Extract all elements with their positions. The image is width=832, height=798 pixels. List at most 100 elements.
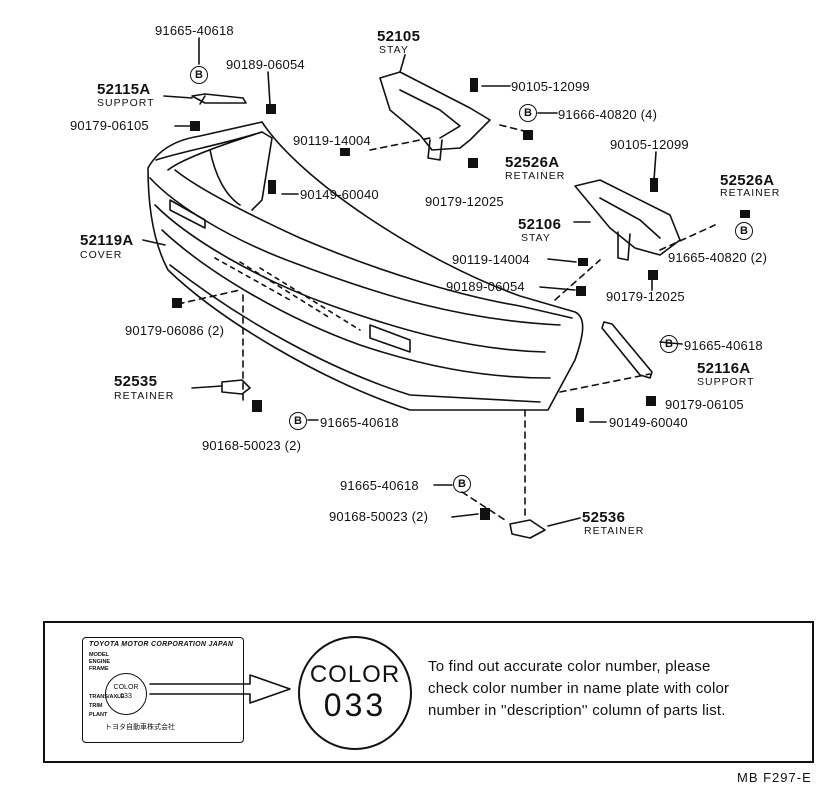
part-label-p-52536: 52536 <box>582 509 626 526</box>
part-label-p-91665-40618-c: 91665-40618 <box>320 415 399 430</box>
part-label-p-90189-06054-b: 90189-06054 <box>446 279 525 294</box>
part-label-p-90105-12099-b: 90105-12099 <box>610 137 689 152</box>
part-label-p-90168-50023-a: 90168-50023 (2) <box>202 438 302 453</box>
nut <box>646 396 656 406</box>
part-label-p-90179-06105-a: 90179-06105 <box>70 118 149 133</box>
part-label-p-52119a: 52119A <box>80 232 134 249</box>
part-label-p-52116a: 52116A <box>697 360 751 377</box>
color-note-box <box>43 621 814 763</box>
part-label-p-52115a-desc: SUPPORT <box>97 97 155 109</box>
part-label-p-90149-60040-a: 90149-60040 <box>300 187 379 202</box>
part-label-p-90179-12025-a: 90179-12025 <box>425 194 504 209</box>
clip <box>252 400 262 412</box>
part-label-p-52105-desc: STAY <box>379 44 409 56</box>
bolt-symbol-b-1: B <box>190 66 208 84</box>
bolt-symbol-b-5: B <box>289 412 307 430</box>
part-label-p-52119a-desc: COVER <box>80 249 123 261</box>
bumper-lower-edge <box>161 229 551 379</box>
bumper-cover-outline <box>147 121 584 411</box>
nut <box>266 104 276 114</box>
part-label-p-91665-40820: 91665-40820 (2) <box>668 250 768 265</box>
plate-field: MODEL <box>89 652 109 658</box>
plate-color-label: COLOR <box>113 684 139 691</box>
part-label-p-90179-12025-b: 90179-12025 <box>606 289 685 304</box>
part-label-p-90179-06086: 90179-06086 (2) <box>125 323 225 338</box>
part-label-p-52536-desc: RETAINER <box>584 525 645 537</box>
part-label-p-90189-06054-a: 90189-06054 <box>226 57 305 72</box>
part-label-p-52106: 52106 <box>518 216 562 233</box>
note-line: check color number in name plate with co… <box>428 680 730 697</box>
plate-color-code: 033 <box>120 693 132 700</box>
part-label-p-90105-12099-a: 90105-12099 <box>511 79 590 94</box>
nut <box>172 298 182 308</box>
part-label-p-90149-60040-b: 90149-60040 <box>609 415 688 430</box>
part-label-p-52526a-b: 52526A <box>720 172 775 189</box>
clip <box>650 178 658 192</box>
clip <box>470 78 478 92</box>
support-52115a <box>191 93 247 104</box>
retainer-52536 <box>509 519 546 539</box>
part-label-p-52116a-desc: SUPPORT <box>697 376 755 388</box>
name-plate: TOYOTA MOTOR CORPORATION JAPAN MODEL ENG… <box>82 637 244 743</box>
part-label-p-52106-desc: STAY <box>521 232 551 244</box>
nut <box>468 158 478 168</box>
plate-color-circle: COLOR 033 <box>105 673 147 715</box>
plate-field: ENGINE <box>89 659 111 665</box>
color-badge-label: COLOR <box>309 661 401 688</box>
bumper-top-rim <box>155 131 263 161</box>
color-badge: COLOR 033 <box>298 636 412 750</box>
bumper-slot <box>369 324 411 353</box>
part-label-p-52526a-a: 52526A <box>505 154 560 171</box>
part-label-p-52535: 52535 <box>114 373 158 390</box>
plate-field: FRAME <box>89 666 109 672</box>
nut <box>576 286 586 296</box>
bolt <box>340 148 350 156</box>
bolt-symbol-b-2: B <box>519 104 537 122</box>
part-label-p-91665-40618-a: 91665-40618 <box>155 23 234 38</box>
plate-footer: トヨタ自動車株式会社 <box>105 724 175 731</box>
color-badge-code: 033 <box>323 687 387 723</box>
clip <box>576 408 584 422</box>
bolt-symbol-b-4: B <box>660 335 678 353</box>
part-label-p-91665-40618-b: 91665-40618 <box>684 338 763 353</box>
note-line: To find out accurate color number, pleas… <box>428 658 711 675</box>
part-label-p-90179-06105-b: 90179-06105 <box>665 397 744 412</box>
pointer-arrow <box>149 674 291 704</box>
plate-maker: TOYOTA MOTOR CORPORATION JAPAN <box>89 641 234 648</box>
part-label-p-52115a: 52115A <box>97 81 151 98</box>
nut <box>648 270 658 280</box>
part-label-p-52526a-a-desc: RETAINER <box>505 170 566 182</box>
stay-52106 <box>574 179 681 256</box>
part-label-p-91666-40820: 91666-40820 (4) <box>558 107 658 122</box>
part-label-p-52105: 52105 <box>377 28 421 45</box>
bumper-mid-edge <box>154 204 546 353</box>
plate-field: PLANT <box>89 712 108 718</box>
part-label-p-90119-14004-a: 90119-14004 <box>293 133 371 148</box>
bolt-symbol-b-6: B <box>453 475 471 493</box>
part-label-p-52535-desc: RETAINER <box>114 390 175 402</box>
stay-52105 <box>379 71 491 151</box>
nut <box>523 130 533 140</box>
note-line: number in ''description'' column of part… <box>428 702 726 719</box>
plate-field: TRIM <box>89 703 103 709</box>
part-label-p-90119-14004-b: 90119-14004 <box>452 252 530 267</box>
color-note-text: To find out accurate color number, pleas… <box>428 656 808 722</box>
retainer-52535 <box>221 379 251 395</box>
figure-code: MB F297-E <box>737 770 812 785</box>
bumper-slot <box>169 199 206 229</box>
part-label-p-91665-40618-d: 91665-40618 <box>340 478 419 493</box>
bolt-symbol-b-3: B <box>735 222 753 240</box>
bumper-bottom-edge <box>169 264 541 403</box>
clip <box>268 180 276 194</box>
clip <box>480 508 490 520</box>
nut <box>190 121 200 131</box>
bumper-inner-rim <box>174 169 573 319</box>
nut <box>740 210 750 218</box>
bolt <box>578 258 588 266</box>
support-52116a <box>601 321 653 379</box>
bumper-upper-edge <box>149 177 561 326</box>
part-label-p-52526a-b-desc: RETAINER <box>720 187 781 199</box>
part-label-p-90168-50023-b: 90168-50023 (2) <box>329 509 429 524</box>
bumper-left-end <box>167 131 273 211</box>
